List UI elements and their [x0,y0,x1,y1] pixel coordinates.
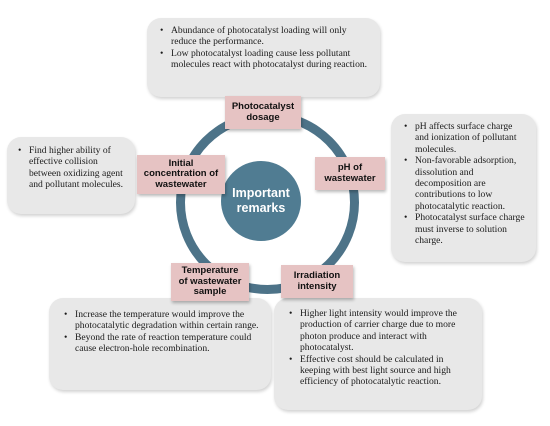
note-item: pH affects surface charge and ionization… [404,121,528,155]
note-item: Low photocatalyst loading cause less pol… [160,48,370,71]
note-item: Non-favorable adsorption, dissolution an… [404,155,528,212]
factor-irradiation-intensity: Irradiation intensity [281,265,353,298]
note-temperature-of-wastewater: Increase the temperature would improve t… [49,298,271,390]
note-item: Higher light intensity would improve the… [289,308,474,354]
note-item: Increase the temperature would improve t… [64,309,261,332]
factor-photocatalyst-dosage: Photocatalyst dosage [225,96,301,129]
center-circle: Important remarks [221,161,301,241]
note-item: Photocatalyst surface charge must invers… [404,212,528,246]
note-initial-concentration: Find higher ability of effective collisi… [7,137,135,214]
factor-temperature-of-wastewater: Temperature of wastewater sample [171,263,249,301]
factor-initial-concentration: Initial concentration of wastewater [137,155,225,194]
note-photocatalyst-dosage: Abundance of photocatalyst loading will … [147,18,380,97]
note-item: Beyond the rate of reaction temperature … [64,332,261,355]
factor-ph-of-wastewater: pH of wastewater [315,157,385,190]
note-item: Find higher ability of effective collisi… [18,145,127,191]
note-item: Abundance of photocatalyst loading will … [160,25,370,48]
note-ph-of-wastewater: pH affects surface charge and ionization… [391,114,536,262]
note-irradiation-intensity: Higher light intensity would improve the… [274,298,482,410]
note-item: Effective cost should be calculated in k… [289,354,474,388]
center-title: Important remarks [232,186,290,215]
